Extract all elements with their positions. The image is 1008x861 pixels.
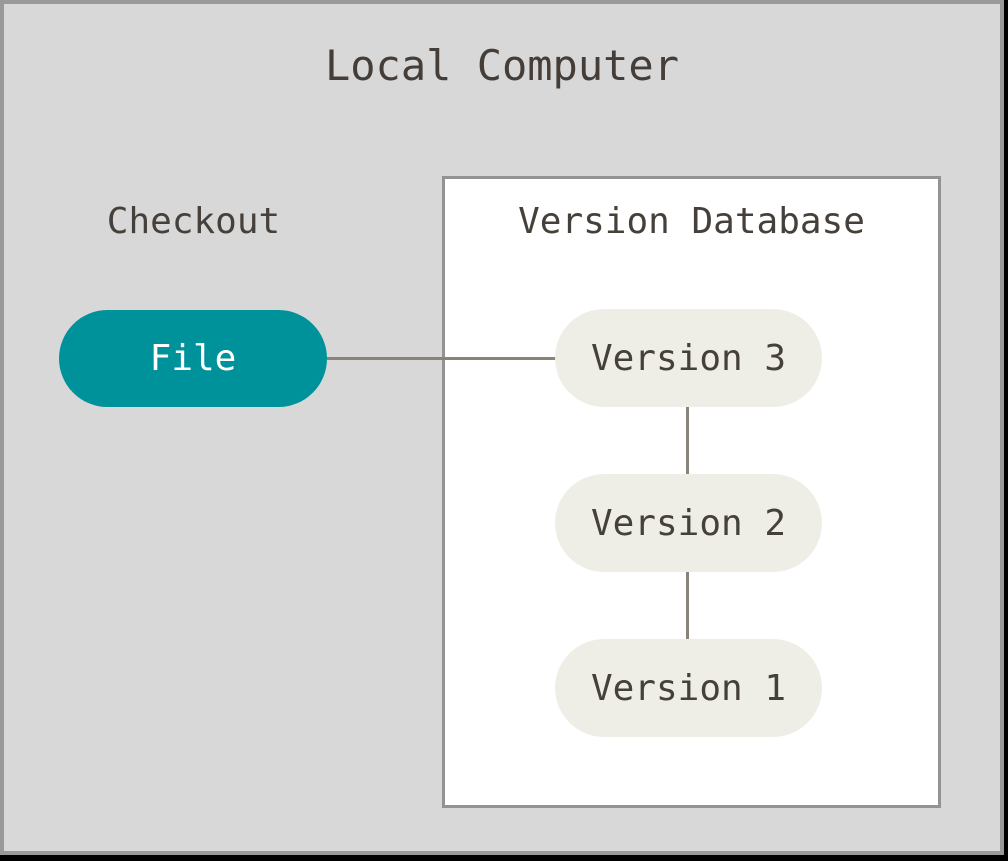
version-node-1: Version 1	[555, 639, 822, 737]
diagram-title: Local Computer	[324, 41, 679, 90]
file-node: File	[59, 310, 327, 407]
connector-file-to-version3	[327, 357, 556, 360]
version-node-1-label: Version 1	[590, 667, 787, 709]
version-database-title: Version Database	[518, 201, 865, 242]
file-node-label: File	[149, 338, 237, 379]
connector-version2-to-version1	[686, 572, 689, 639]
connector-version3-to-version2	[686, 407, 689, 474]
version-node-2: Version 2	[555, 474, 822, 572]
version-node-2-label: Version 2	[590, 502, 787, 544]
version-node-3-label: Version 3	[590, 337, 787, 379]
checkout-label: Checkout	[106, 201, 281, 242]
version-node-3: Version 3	[555, 309, 822, 407]
